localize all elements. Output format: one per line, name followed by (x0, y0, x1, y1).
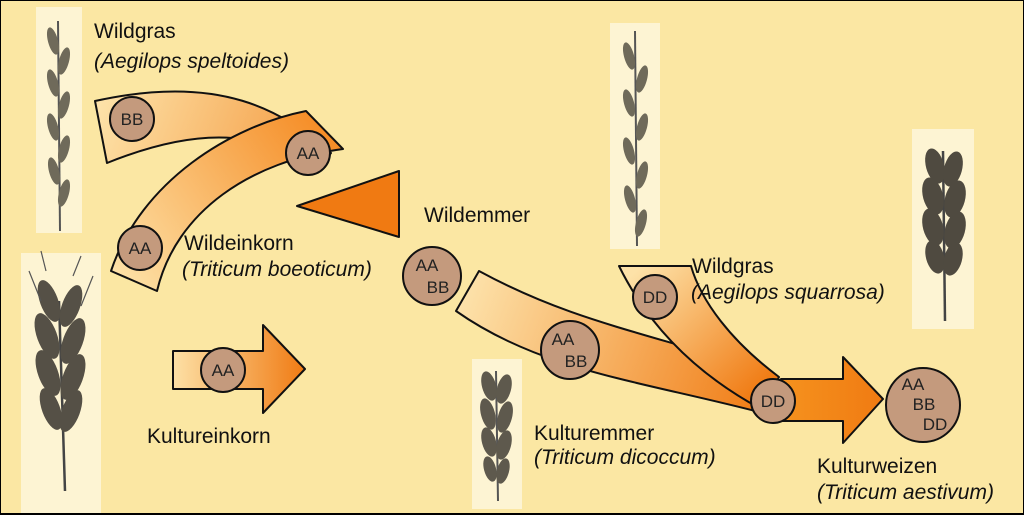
label-wildeinkorn: Wildeinkorn (184, 232, 294, 255)
label-kulturemmer: Kulturemmer (534, 422, 655, 445)
arrow-to-kulturweizen (780, 356, 884, 444)
genome-label-kulturemmer-1: BB (565, 352, 588, 371)
label-wildgras-speltoides: Wildgras (94, 20, 176, 43)
wheat-ear-icon (36, 7, 82, 233)
genome-label-boeoticum_arrow: AA (297, 144, 320, 163)
label-triticum-dicoccum: (Triticum dicoccum) (534, 446, 716, 469)
genome-kulturemmer: AA BB (540, 320, 600, 380)
genome-speltoides: BB (109, 96, 155, 142)
genome-boeoticum: AA (117, 225, 163, 271)
arrow-boeoticum-to-wildemmer (110, 110, 344, 292)
genome-squarrosa: DD (632, 274, 678, 320)
label-wildgras-squarrosa: Wildgras (692, 255, 774, 278)
genome-label-aestivum-1: BB (913, 395, 936, 414)
genome-label-aestivum-0: AA (902, 375, 925, 394)
label-kultureinkorn: Kultureinkorn (147, 425, 271, 448)
wheat-ear-icon (610, 23, 660, 249)
genome-kultureinkorn: AA (200, 347, 246, 393)
genome-boeoticum-arrow: AA (285, 130, 331, 176)
genome-label-speltoides: BB (121, 110, 144, 129)
arrowhead-wildemmer (296, 170, 400, 238)
wheat-ear-icon (912, 129, 974, 329)
genome-label-wildemmer-1: BB (427, 278, 450, 297)
label-triticum-aestivum: (Triticum aestivum) (817, 481, 994, 504)
label-aegilops-squarrosa: (Aegilops squarrosa) (691, 281, 885, 304)
wheat-ear-icon (21, 250, 101, 513)
label-wildemmer: Wildemmer (424, 204, 531, 227)
genome-aestivum: AA BB DD (885, 367, 961, 443)
genome-label-aestivum-2: DD (923, 415, 948, 434)
genome-label-wildemmer-0: AA (416, 256, 439, 275)
genome-label-squarrosa_arrow: DD (761, 392, 786, 411)
genome-wildemmer: AA BB (402, 246, 462, 306)
label-aegilops-speltoides: (Aegilops speltoides) (94, 50, 289, 73)
wheat-ear-icon (472, 359, 522, 509)
genome-label-boeoticum: AA (129, 239, 152, 258)
genome-label-squarrosa: DD (643, 288, 668, 307)
label-triticum-boeoticum: (Triticum boeoticum) (182, 258, 372, 281)
label-kulturweizen: Kulturweizen (817, 455, 938, 478)
genome-label-kulturemmer-0: AA (552, 330, 575, 349)
genome-label-kultureinkorn: AA (212, 361, 235, 380)
genome-squarrosa-arrow: DD (750, 378, 796, 424)
